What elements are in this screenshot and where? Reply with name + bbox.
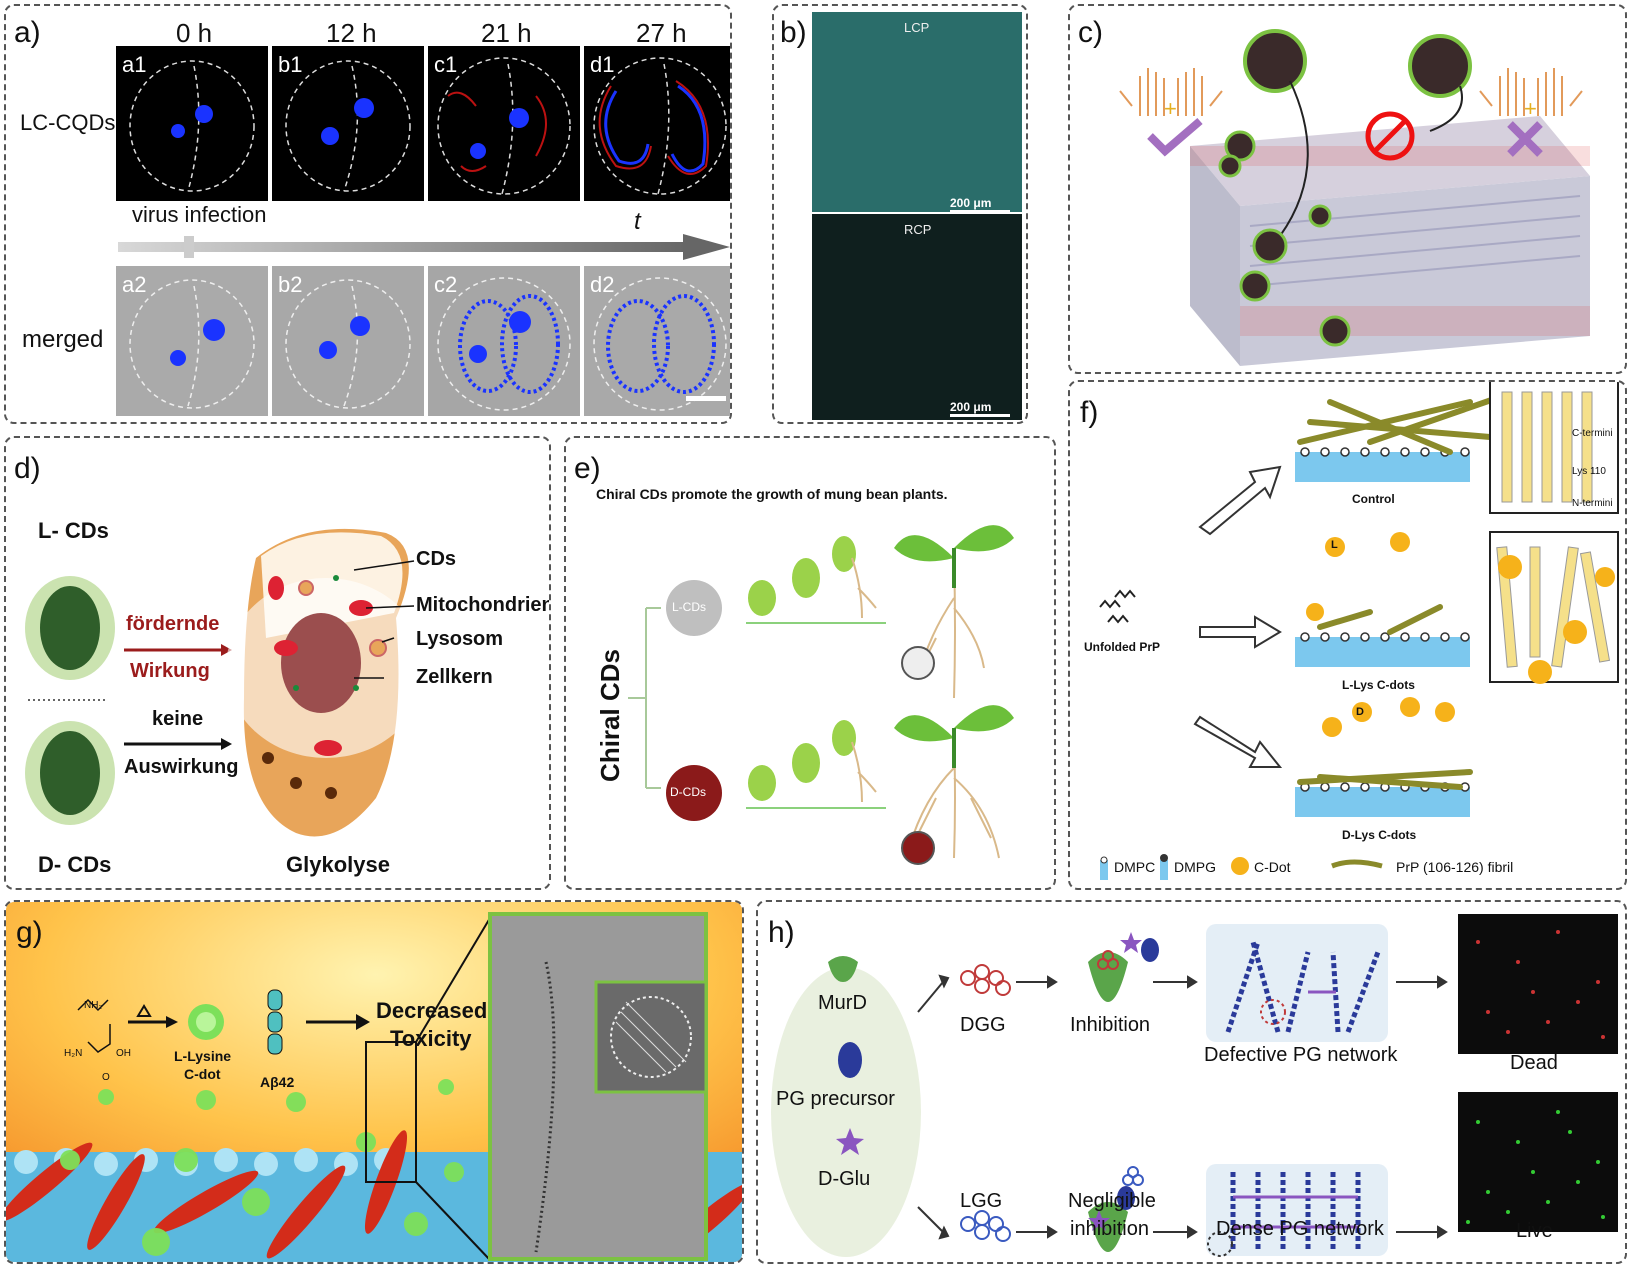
tile-c2: c2 (434, 272, 457, 297)
panel-f: f) (1068, 380, 1627, 890)
lcp-scale-label: 200 μm (950, 196, 992, 210)
h2n-label: H₂N (64, 1048, 83, 1059)
time-label-3: 27 h (636, 18, 687, 48)
pg-network-diagram (771, 914, 1618, 1257)
c-dot-d-marker: D (1356, 706, 1364, 718)
panel-h: h) (756, 900, 1627, 1264)
panel-b-label: b) (780, 16, 807, 49)
panel-c-label: c) (1078, 16, 1103, 49)
l-lysine-label: L-Lysine (174, 1048, 232, 1064)
dead-label: Dead (1510, 1052, 1558, 1074)
c-dot-label: C-dot (184, 1066, 221, 1082)
tile-b2: b2 (278, 272, 302, 297)
n-termini-label: N-termini (1572, 498, 1613, 509)
d-cds-badge: D-CDs (670, 785, 706, 799)
panel-e: e) Chiral CDs promote the growth of mung… (564, 436, 1056, 890)
panel-c: c) + + (1068, 4, 1627, 374)
virus-infection-label: virus infection (132, 202, 267, 227)
lcp-image (812, 12, 1022, 212)
row-label-merged: merged (22, 326, 104, 353)
organelle-mitochondrien: Mitochondrien (416, 594, 551, 616)
abeta42-label: Aβ42 (260, 1074, 295, 1090)
decreased-label: Decreased (376, 998, 488, 1023)
time-t-label: t (634, 208, 641, 235)
negligible-label-2: inhibition (1070, 1218, 1149, 1240)
time-label-2: 21 h (481, 18, 532, 48)
arrow1-top-label: fördernde (126, 613, 220, 635)
panel-g: g) NH₂ H₂N OH O L-Lysine C-dot Aβ42 Decr… (4, 900, 744, 1264)
defective-network-label: Defective PG network (1204, 1044, 1398, 1066)
d-lys-label: D-Lys C-dots (1342, 828, 1417, 842)
negligible-label-1: Negligible (1068, 1190, 1156, 1212)
legend-prp-fibril: PrP (106-126) fibril (1396, 859, 1514, 875)
tile-d1: d1 (590, 52, 614, 77)
tile-b1: b1 (278, 52, 302, 77)
c-termini-label: C-termini (1572, 428, 1613, 439)
dgg-label: DGG (960, 1014, 1006, 1036)
lgg-label: LGG (960, 1190, 1003, 1212)
dense-network-label: Dense PG network (1216, 1218, 1384, 1240)
panel-e-title: Chiral CDs promote the growth of mung be… (596, 486, 948, 502)
legend-dmpc: DMPC (1114, 859, 1156, 875)
live-label: Live (1516, 1220, 1553, 1242)
c-dot-l-marker: L (1331, 539, 1338, 551)
organelle-zellkern: Zellkern (416, 666, 493, 688)
rcp-scale-bar (950, 414, 1010, 417)
panel-d: d) L- CDs D- CDs (4, 436, 551, 890)
control-label: Control (1352, 492, 1395, 506)
organelle-cds: CDs (416, 548, 457, 570)
rcp-image (812, 214, 1022, 420)
pg-precursor-label: PG precursor (776, 1088, 895, 1110)
l-cds-badge: L-CDs (672, 600, 707, 614)
prp-fibril-diagram (1099, 382, 1619, 880)
merged-image-row: a2 b2 c2 d2 (116, 266, 730, 416)
organelle-lysosom: Lysosom (416, 628, 504, 650)
arrow2-bottom-label: Auswirkung (124, 756, 239, 778)
tile-c1: c1 (434, 52, 457, 77)
panel-a: a) 0 h 12 h 21 h 27 h LC-CQDs merged (4, 4, 732, 424)
panel-f-label: f) (1080, 396, 1099, 429)
nh2-label: NH₂ (84, 1000, 103, 1011)
panel-g-label: g) (16, 916, 43, 949)
l-lys-label: L-Lys C-dots (1342, 678, 1415, 692)
tile-a1: a1 (122, 52, 146, 77)
tile-d2: d2 (590, 272, 614, 297)
inhibition-label: Inhibition (1070, 1014, 1151, 1036)
rcp-scale-label: 200 μm (950, 400, 992, 414)
arrow2-top-label: keine (152, 708, 204, 730)
panel-a-label: a) (14, 16, 41, 49)
lcp-title: LCP (904, 20, 930, 35)
legend-c-dot: C-Dot (1254, 859, 1291, 875)
rcp-title: RCP (904, 222, 932, 237)
toxicity-illustration (6, 902, 742, 1262)
fluorescence-image-row: a1 b1 c1 d1 (116, 46, 730, 201)
panel-b: b) LCP RCP 200 μm 200 μm (772, 4, 1028, 424)
time-label-0: 0 h (176, 18, 213, 48)
panel-e-label: e) (574, 452, 601, 485)
arrow1-bottom-label: Wirkung (130, 660, 210, 682)
panel-h-label: h) (768, 916, 795, 949)
oh-label: OH (116, 1048, 131, 1059)
l-cds-label: L- CDs (38, 518, 109, 543)
svg-text:+: + (1164, 96, 1177, 121)
unfolded-prp-label: Unfolded PrP (1084, 640, 1161, 654)
glykolyse-caption: Glykolyse (286, 852, 390, 877)
membrane-illustration: + + (1119, 29, 1590, 366)
toxicity-label: Toxicity (390, 1026, 472, 1051)
time-arrow (118, 234, 730, 260)
plant-growth-diagram (628, 525, 1014, 865)
svg-text:+: + (1524, 96, 1537, 121)
tile-a2: a2 (122, 272, 146, 297)
time-label-1: 12 h (326, 18, 377, 48)
d-cds-label: D- CDs (38, 852, 112, 877)
lcp-scale-bar (950, 210, 1010, 213)
cds-cell-diagram (25, 528, 426, 837)
lys110-label: Lys 110 (1572, 466, 1606, 477)
d-glu-label: D-Glu (818, 1168, 871, 1190)
row-label-lc-cqds: LC-CQDs (20, 110, 116, 135)
panel-d-label: d) (14, 452, 41, 485)
o-label: O (102, 1072, 110, 1083)
murd-label: MurD (818, 992, 867, 1014)
legend-dmpg: DMPG (1174, 859, 1216, 875)
